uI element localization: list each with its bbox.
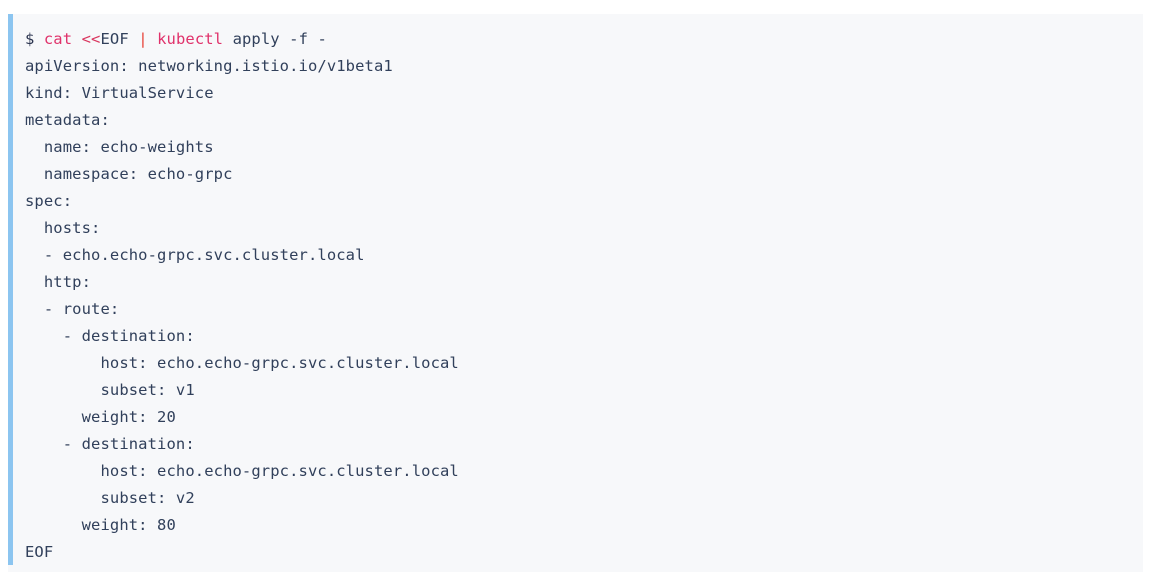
shell-token-pipe: |	[138, 30, 148, 48]
code-block-accent-bar	[8, 14, 13, 565]
code-line-yaml: apiVersion: networking.istio.io/v1beta1	[25, 57, 393, 75]
shell-prompt-symbol: $	[25, 30, 35, 48]
space-1	[34, 30, 43, 48]
code-line-yaml: weight: 20	[25, 408, 176, 426]
shell-token-kubectl-args: apply -f -	[232, 30, 327, 48]
code-line-yaml: host: echo.echo-grpc.svc.cluster.local	[25, 354, 459, 372]
code-line-yaml: name: echo-weights	[25, 138, 214, 156]
shell-token-heredoc-operator: <<	[81, 30, 101, 48]
code-block[interactable]: $ cat <<EOF | kubectl apply -f - apiVers…	[8, 14, 1143, 572]
space-3	[129, 30, 138, 48]
code-line-yaml: hosts:	[25, 219, 101, 237]
code-line-yaml: http:	[25, 273, 92, 291]
code-line-yaml: - route:	[25, 300, 120, 318]
code-line-yaml: spec:	[25, 192, 73, 210]
space-5	[223, 30, 232, 48]
shell-token-kubectl: kubectl	[157, 30, 224, 48]
code-line-heredoc-terminator: EOF	[25, 543, 54, 561]
code-block-content[interactable]: $ cat <<EOF | kubectl apply -f - apiVers…	[25, 26, 1135, 572]
code-line-yaml: subset: v2	[25, 489, 195, 507]
code-line-yaml: - destination:	[25, 435, 195, 453]
code-line-yaml: host: echo.echo-grpc.svc.cluster.local	[25, 462, 459, 480]
code-line-yaml: subset: v1	[25, 381, 195, 399]
shell-token-heredoc-label: EOF	[100, 30, 129, 48]
code-line-prompt: $ cat <<EOF | kubectl apply -f -	[25, 26, 1135, 53]
code-line-yaml: namespace: echo-grpc	[25, 165, 233, 183]
code-line-yaml: weight: 80	[25, 516, 176, 534]
space-4	[148, 30, 157, 48]
code-line-yaml: - destination:	[25, 327, 195, 345]
code-line-yaml: metadata:	[25, 111, 110, 129]
code-line-yaml: - echo.echo-grpc.svc.cluster.local	[25, 246, 365, 264]
space-2	[72, 30, 81, 48]
code-line-yaml: kind: VirtualService	[25, 84, 214, 102]
shell-token-cat: cat	[43, 30, 73, 48]
